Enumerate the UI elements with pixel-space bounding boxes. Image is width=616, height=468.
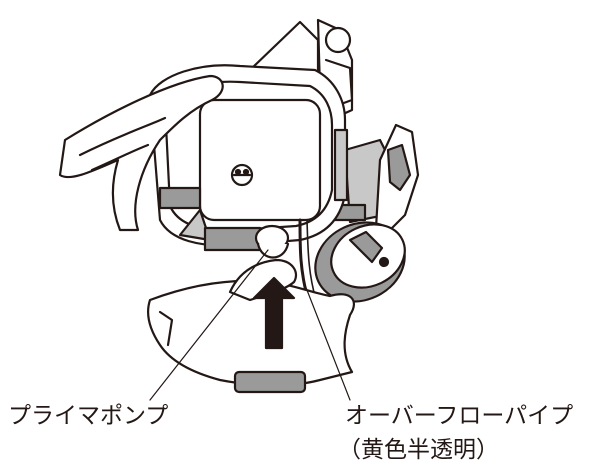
fuel-cap [314,221,406,303]
air-filter-housing [148,64,349,252]
lower-hand [146,279,355,394]
throttle-lever [374,123,420,234]
filter-screw-icon [230,163,254,187]
overflow-pipe-note: （黄色半透明） [338,437,499,463]
hand-icon [58,74,224,232]
leader-lines [149,249,351,401]
overflow-pipe-label: オーバーフローパイプ [345,403,574,429]
primer-pump-icon [254,224,290,259]
primer-pump-label: プライマポンプ [8,403,169,429]
up-arrow-icon [252,276,296,350]
